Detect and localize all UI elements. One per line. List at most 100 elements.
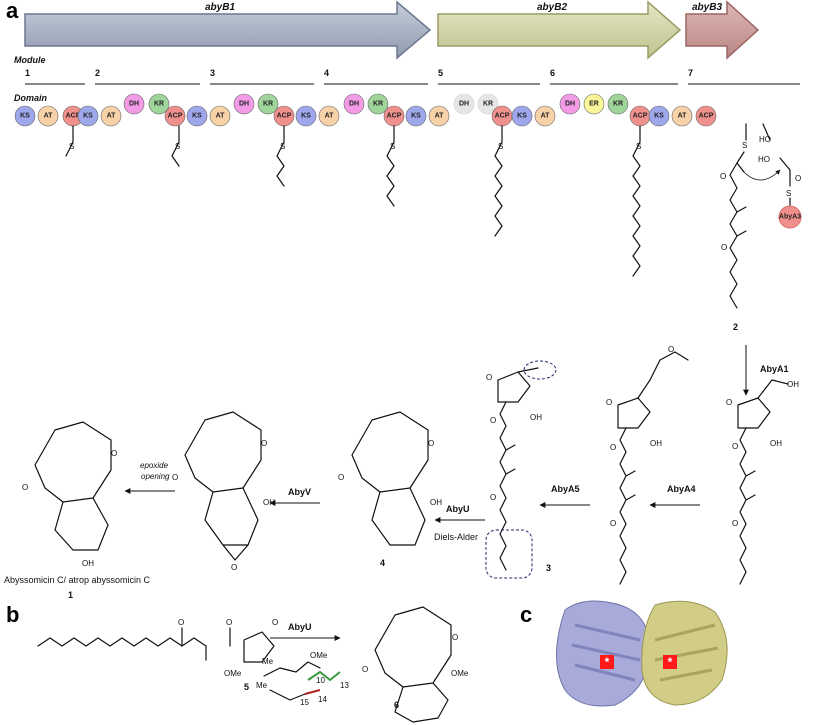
carbonyl-oxygen: O: [795, 174, 801, 183]
ts-label-15: 15: [300, 698, 309, 707]
protomer-a: [556, 600, 651, 707]
reaction-arrows: AbyA1 AbyA4 AbyA5 AbyU Diels-Alder AbyV …: [124, 345, 789, 542]
enzyme-abyU-b: AbyU: [288, 622, 312, 632]
methyl-label: Me: [262, 657, 274, 666]
keto-oxygen-4: O: [732, 519, 738, 528]
domain-at-24: [534, 105, 556, 127]
diels-alder-label: Diels-Alder: [434, 532, 478, 542]
domain-label-29: KS: [654, 113, 664, 120]
domain-dh-5: [123, 93, 145, 115]
domain-label-31: ACP: [699, 113, 714, 120]
enol-oh-3: OH: [530, 413, 542, 422]
thioester-sulfur-2: S: [175, 142, 180, 151]
module-number-5: 5: [438, 68, 443, 78]
keto-oxygen-6: O: [610, 519, 616, 528]
domain-ks-8: [186, 105, 208, 127]
module-number-1: 1: [25, 68, 30, 78]
compound-2-label: 2: [733, 322, 738, 332]
diene-highlight: [485, 529, 533, 579]
domain-kr-27: [607, 93, 629, 115]
keto-oxygen-16: O: [226, 618, 232, 627]
domain-dh-20: [453, 93, 475, 115]
ts-label-14: 14: [318, 695, 327, 704]
compound-6-label: 6: [394, 700, 399, 710]
domain-label-8: KS: [192, 113, 202, 120]
gene-label-abyB1: abyB1: [205, 2, 235, 13]
enzyme-abyU: AbyU: [446, 504, 470, 514]
domain-label-20: DH: [459, 101, 469, 108]
abya3-label: AbyA3: [779, 214, 801, 221]
domain-at-4: [100, 105, 122, 127]
domain-label-17: ACP: [387, 113, 402, 120]
lactone-oxygen-2: O: [606, 398, 612, 407]
domain-label-9: AT: [216, 113, 226, 120]
domain-at-19: [428, 105, 450, 127]
domain-label-24: AT: [541, 113, 551, 120]
abyssomicin-name: Abyssomicin C/ atrop abyssomicin C: [4, 575, 151, 585]
methoxy-label: OMe: [224, 669, 242, 678]
opening-label: opening: [141, 472, 170, 481]
methoxy-label-3: OMe: [451, 669, 469, 678]
keto-oxygen-14: O: [111, 449, 117, 458]
domain-label-7: ACP: [168, 113, 183, 120]
domain-label-18: KS: [411, 113, 421, 120]
domain-dh-25: [559, 93, 581, 115]
keto-oxygen-17: O: [362, 665, 368, 674]
panel-label-c: c: [520, 602, 532, 627]
keto-oxygen-5: O: [610, 443, 616, 452]
thioester-sulfur-1: S: [69, 142, 74, 151]
transition-state: Me Me OMe 10 15 14 13: [256, 651, 349, 707]
keto-oxygen: O: [720, 172, 726, 181]
domain-ks-13: [295, 105, 317, 127]
ts-label-13: 13: [340, 681, 349, 690]
domain-label-26: ER: [589, 101, 599, 108]
compound-4: O O OH 4: [338, 411, 442, 568]
active-site-mark-a: *: [605, 655, 610, 669]
domain-ks-3: [77, 105, 99, 127]
domain-label-23: KS: [517, 113, 527, 120]
ts-label-10: 10: [316, 676, 325, 685]
domain-ks-0: [14, 105, 36, 127]
domain-kr-21: [477, 93, 499, 115]
compound-5: O O O OMe 5: [37, 618, 278, 692]
dienophile-highlight: [523, 360, 557, 380]
lactone-oxygen: O: [726, 398, 732, 407]
active-site-mark-b: *: [668, 655, 673, 669]
active-site-a: [600, 655, 614, 669]
thioester-sulfur-5: S: [498, 142, 503, 151]
domain-at-30: [671, 105, 693, 127]
compound-6: O O OMe 6: [362, 606, 469, 723]
domain-at-1: [37, 105, 59, 127]
keto-oxygen-10: O: [428, 439, 434, 448]
keto-oxygen-9: O: [338, 473, 344, 482]
compound-1: O O OH Abyssomicin C/ atrop abyssomicin …: [4, 421, 151, 600]
enol-oh-2: OH: [650, 439, 662, 448]
sulfur-atom-2: S: [786, 189, 791, 198]
thioester-chain-6: [632, 125, 641, 277]
domain-label-15: DH: [349, 101, 359, 108]
abyu-protein-structure: * *: [556, 600, 728, 707]
thioester-chain-5: [494, 125, 503, 237]
panel-label-b: b: [6, 602, 19, 627]
keto-oxygen-8: O: [490, 493, 496, 502]
domain-acp-31: [695, 105, 717, 127]
acetate-oxygen: O: [668, 345, 674, 354]
domain-label-5: DH: [129, 101, 139, 108]
domain-label-3: KS: [83, 113, 93, 120]
domain-label-11: KR: [263, 101, 273, 108]
keto-oxygen-15: O: [178, 618, 184, 627]
domain-label-21: KR: [483, 101, 493, 108]
thioester-sulfur-4: S: [390, 142, 395, 151]
gene-arrow-abyB1: abyB1: [24, 0, 432, 60]
thioester-sulfur-6: S: [636, 142, 641, 151]
hydroxyl-label: HO: [759, 135, 771, 144]
domain-kr-6: [148, 93, 170, 115]
domain-kr-11: [257, 93, 279, 115]
enol-oh-4: OH: [430, 498, 442, 507]
domain-label-1: AT: [44, 113, 54, 120]
domain-label-2: ACP: [66, 113, 81, 120]
domain-label-28: ACP: [633, 113, 648, 120]
keto-oxygen-7: O: [490, 416, 496, 425]
